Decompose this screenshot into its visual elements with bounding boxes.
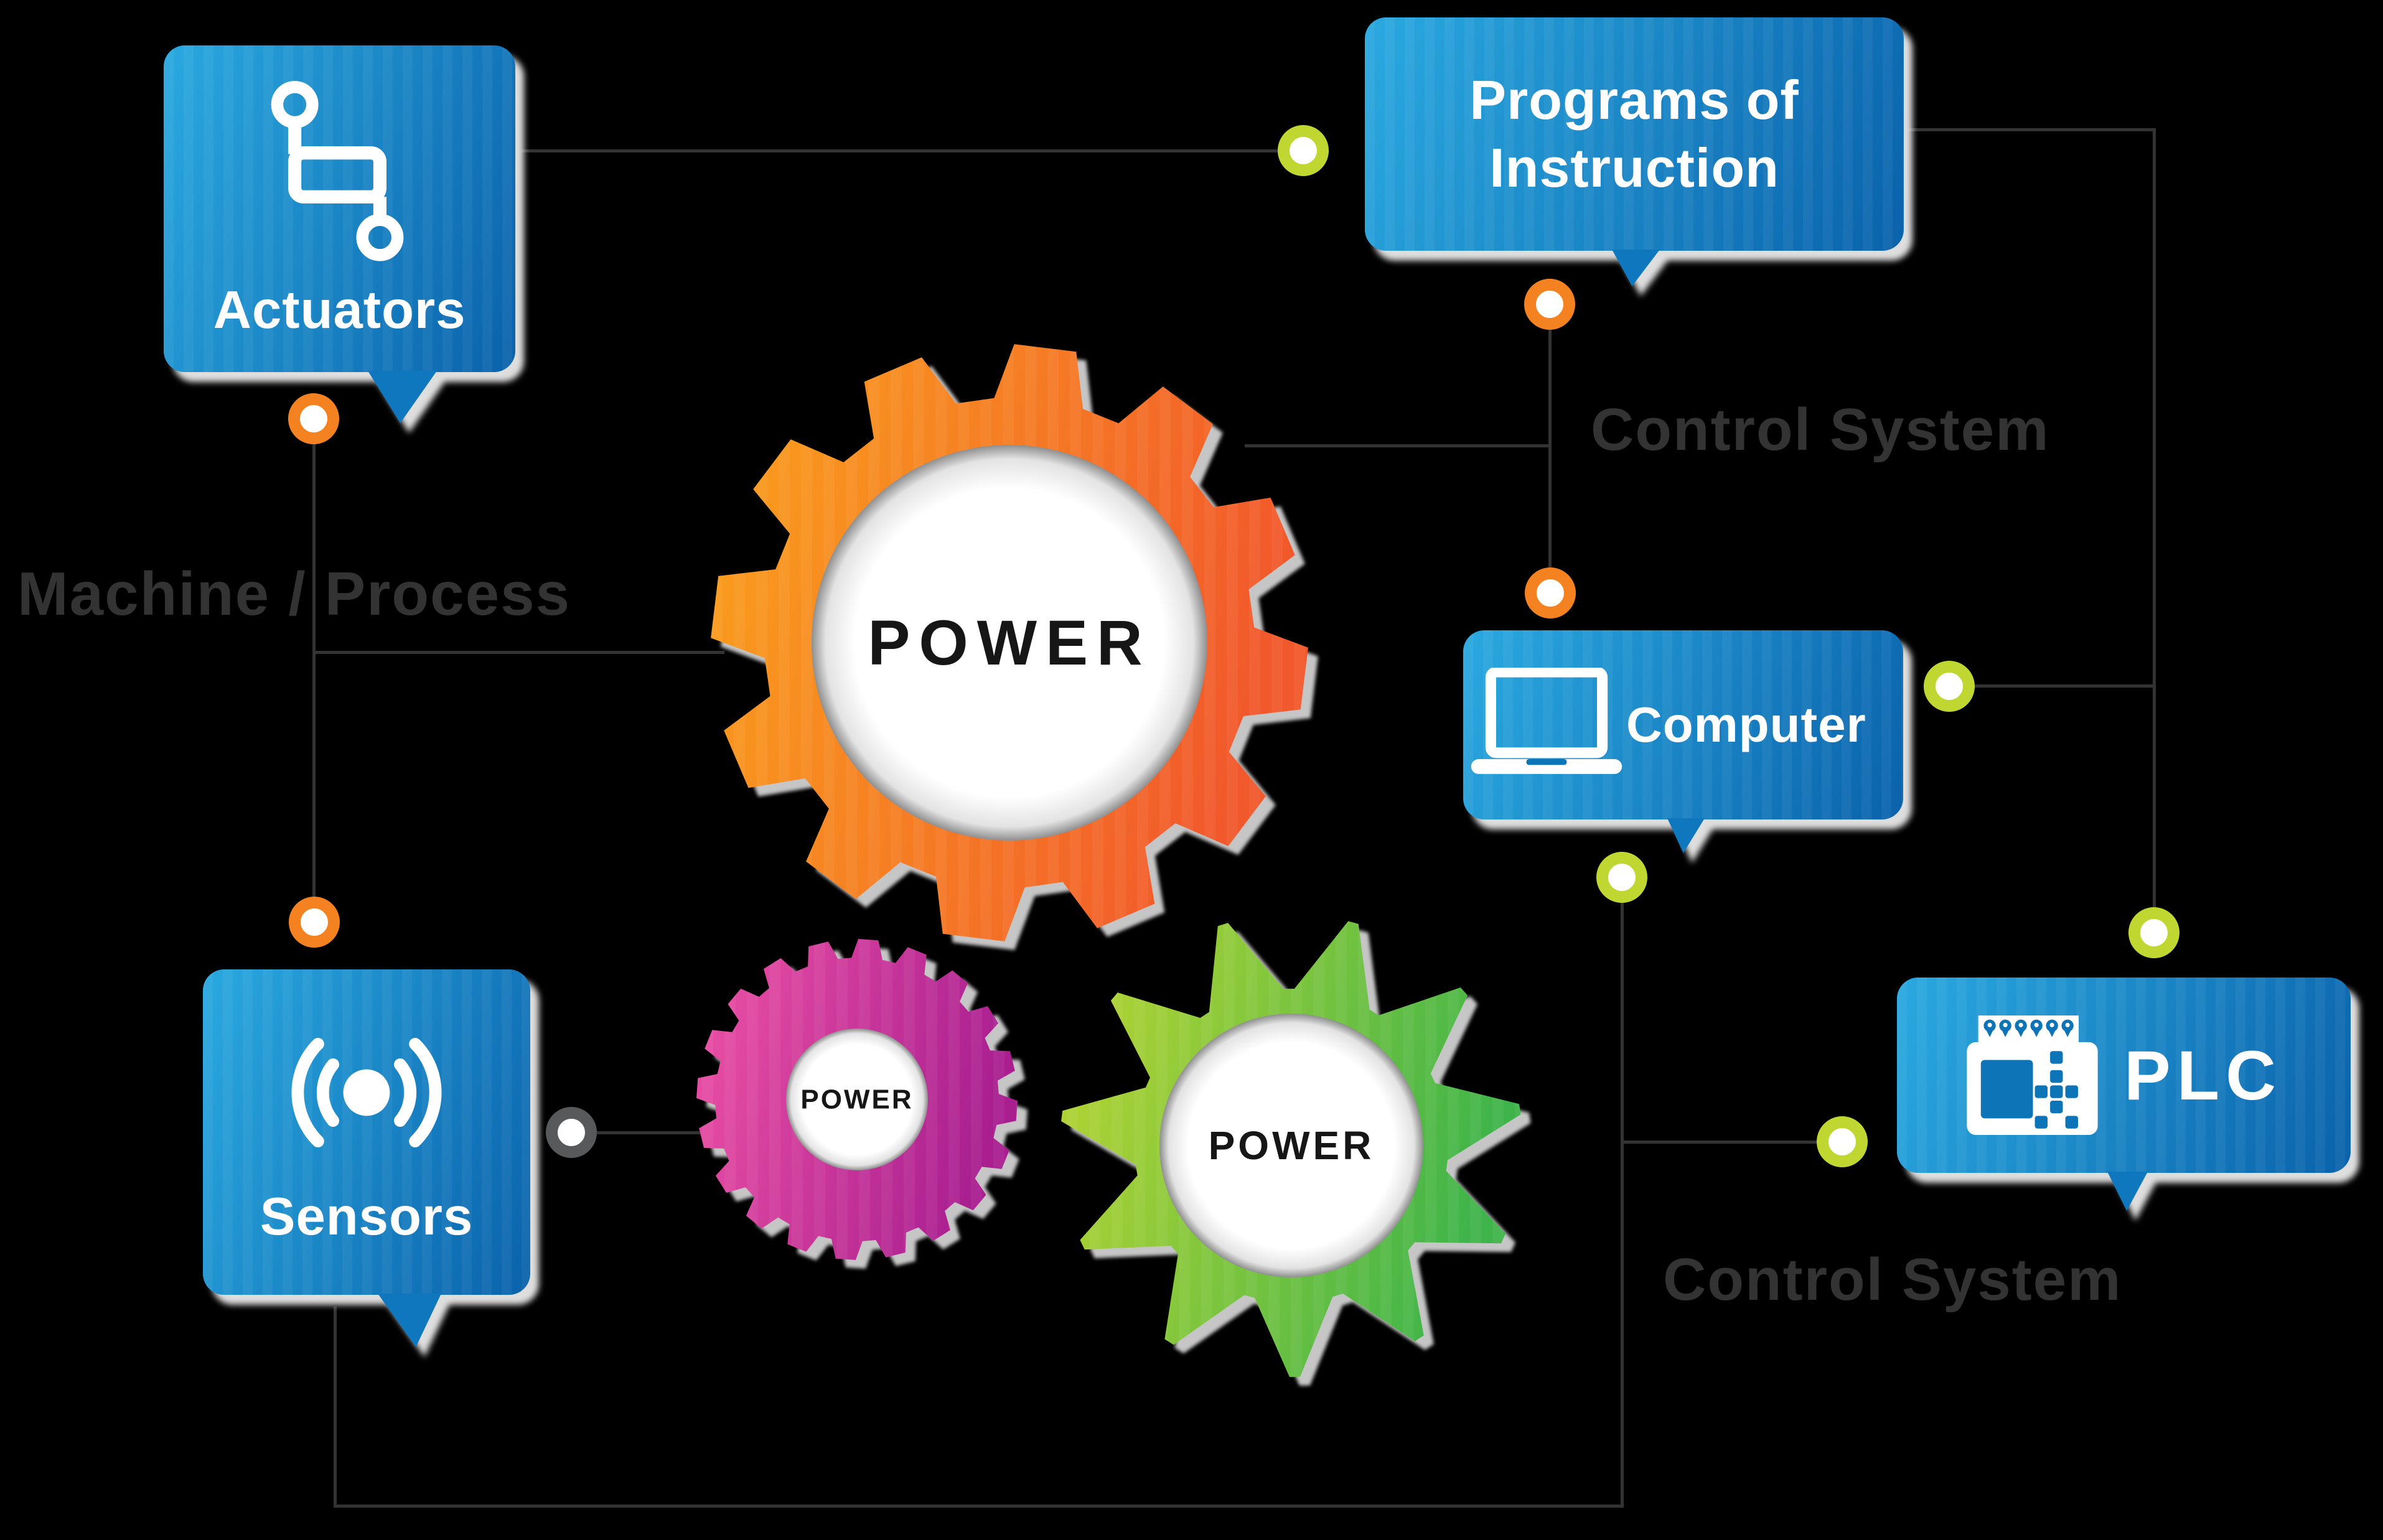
actuators-label: Actuators: [213, 280, 466, 340]
gear-small-power-label: POWER: [800, 1085, 913, 1115]
connector-programs-to-computer: [1548, 330, 1552, 567]
programs-bubble-tail: [1612, 250, 1660, 286]
dot-sensors-above: [289, 897, 340, 948]
plc-label: PLC: [2124, 1036, 2282, 1114]
connector-actuators-to-sensors: [312, 444, 316, 897]
dot-sensors-right: [546, 1107, 597, 1158]
dot-plc-above: [2128, 907, 2179, 958]
connector-actuators-to-programs: [522, 149, 1278, 152]
connector-programs-right: [1906, 128, 2156, 131]
actuators-bubble: Actuators: [164, 45, 515, 425]
control-system-label-bottom: Control System: [1663, 1246, 2122, 1313]
connector-to-plc-left-dot: [1622, 1141, 1817, 1144]
control-system-label-top: Control System: [1591, 396, 2050, 463]
circuit-nodes-icon: [271, 80, 403, 261]
connector-machine-to-gear: [314, 651, 724, 654]
dot-actuators-below: [288, 393, 339, 444]
connector-gear-to-control-line: [1245, 444, 1550, 447]
connector-bottom-horizontal: [334, 1505, 1624, 1508]
programs-bubble: Programs of Instruction: [1365, 17, 1904, 288]
computer-bubble: Computer: [1463, 630, 1903, 856]
dot-computer-right: [1924, 661, 1975, 712]
gear-power-small-magenta: POWER: [696, 939, 1018, 1260]
dot-computer-above: [1525, 567, 1576, 618]
dot-programs-left: [1278, 125, 1329, 176]
gear-large-power-label: POWER: [868, 607, 1151, 678]
plc-bubble-tail: [2107, 1172, 2148, 1211]
programs-bubble-body: Programs of Instruction: [1365, 17, 1904, 251]
laptop-icon: [1471, 668, 1622, 774]
plc-board-icon: [1967, 1015, 2098, 1135]
computer-bubble-tail: [1667, 818, 1705, 853]
connector-right-vertical-to-plc: [2153, 128, 2156, 907]
signal-waves-icon: [291, 1037, 442, 1147]
gear-power-large-orange: POWER: [711, 344, 1308, 941]
sensors-bubble-tail: [378, 1294, 441, 1347]
plc-bubble: PLC: [1897, 978, 2351, 1213]
dot-computer-below: [1596, 852, 1647, 903]
connector-sensors-down-vertical: [334, 1307, 337, 1508]
gear-power-medium-green: POWER: [1061, 921, 1521, 1377]
connector-sensors-to-gear: [597, 1131, 703, 1134]
connector-computer-right: [1975, 684, 2155, 688]
gear-center-disc: [786, 1029, 928, 1170]
gear-center-disc: [1159, 1014, 1423, 1277]
programs-label-line2: Instruction: [1489, 136, 1779, 198]
gear-medium-power-label: POWER: [1209, 1123, 1375, 1168]
actuators-bubble-tail: [368, 371, 437, 423]
sensors-label: Sensors: [260, 1187, 474, 1246]
connector-computer-down-vertical: [1621, 903, 1624, 1508]
sensors-bubble: Sensors: [203, 969, 530, 1349]
dot-plc-left: [1817, 1116, 1868, 1167]
gear-center-disc: [812, 445, 1207, 841]
computer-label: Computer: [1626, 697, 1866, 752]
machine-process-label: Machine / Process: [17, 559, 571, 628]
actuators-bubble-body: Actuators: [164, 45, 515, 372]
programs-label-line1: Programs of: [1469, 69, 1799, 131]
